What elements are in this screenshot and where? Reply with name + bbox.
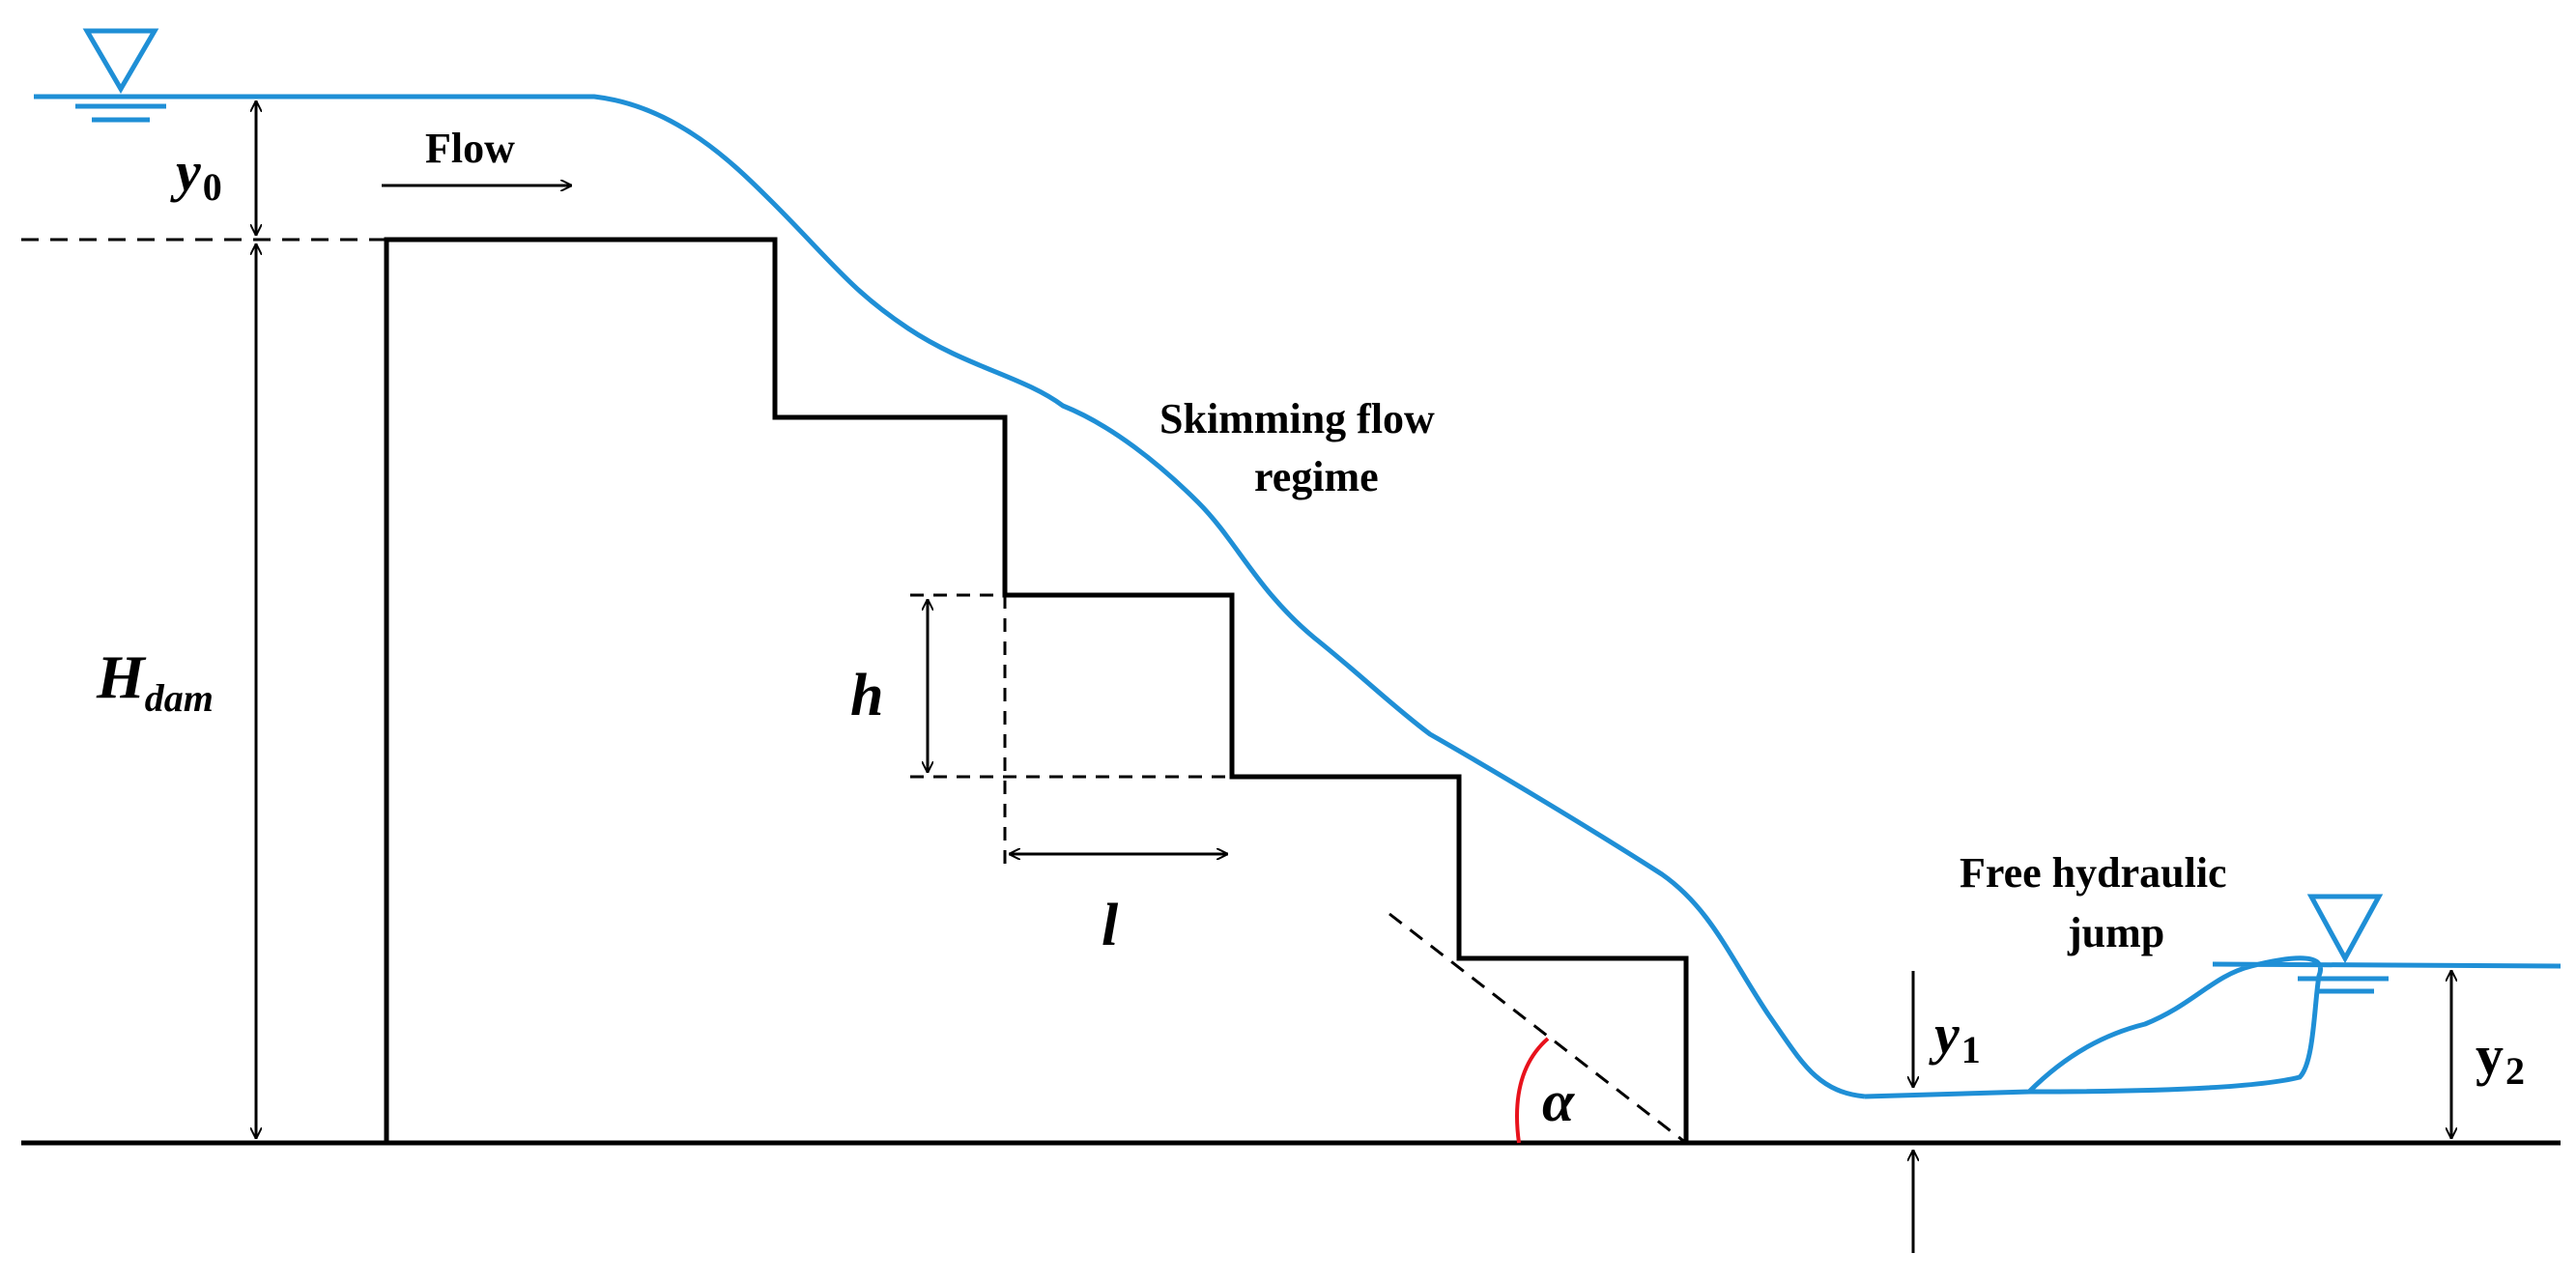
y0-label: y0: [170, 140, 222, 209]
y1-label: y1: [1929, 1003, 1981, 1071]
hydraulic-jump-label-line2: jump: [2067, 909, 2164, 956]
upstream-water-surface: [34, 94, 1866, 1099]
angle-arc: [1515, 1037, 1550, 1144]
l-label: l: [1102, 893, 1119, 958]
skimming-flow-label-line1: Skimming flow: [1159, 395, 1435, 442]
hydraulic-jump-surface: [1864, 955, 2562, 1099]
flow-label: Flow: [425, 125, 515, 172]
skimming-flow-label-line2: regime: [1254, 453, 1379, 500]
downstream-water-level-icon: [2298, 894, 2389, 994]
h-label: h: [850, 663, 883, 728]
stepped-spillway-outline: [384, 237, 1689, 1143]
y2-label: y2: [2476, 1024, 2525, 1093]
pseudo-bottom-slope-line: [1388, 912, 1687, 1145]
upstream-water-level-icon: [75, 28, 166, 123]
hdam-label: Hdam: [96, 642, 214, 720]
alpha-label: α: [1542, 1069, 1575, 1133]
hydraulic-jump-label-line1: Free hydraulic: [1960, 849, 2227, 897]
